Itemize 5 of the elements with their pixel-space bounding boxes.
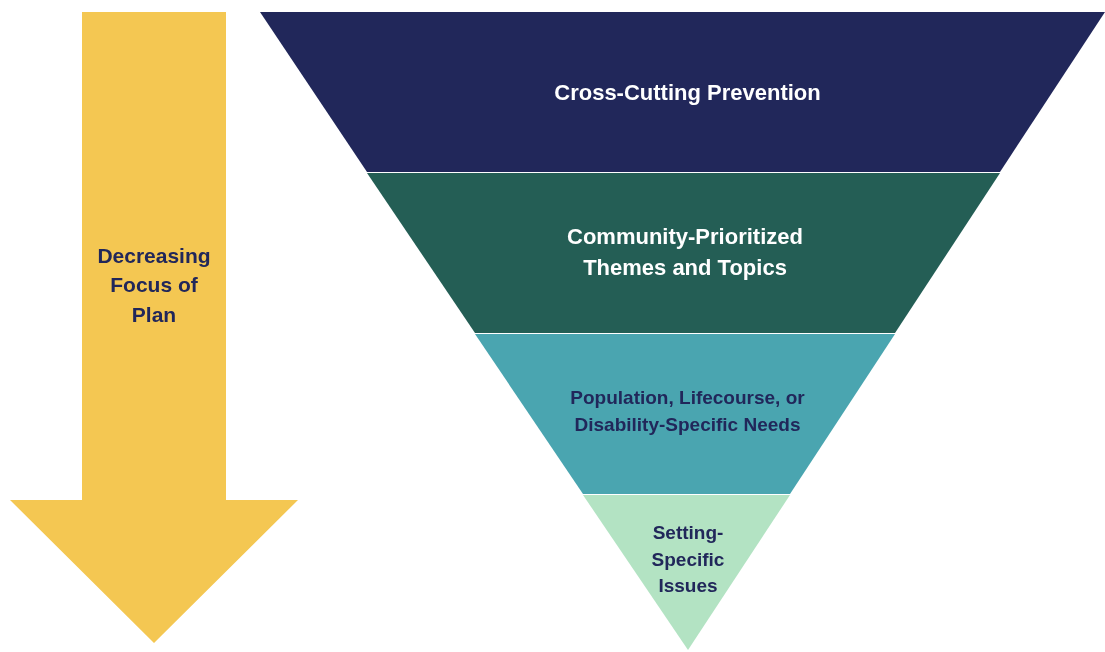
band-label: Setting- Specific Issues: [650, 521, 726, 599]
band-label: Population, Lifecourse, or Disability-Specific Needs: [569, 386, 806, 437]
arrow-label: Decreasing Focus of Plan: [96, 243, 212, 328]
band-label: Community-Prioritized Themes and Topics: [566, 223, 804, 282]
band-label: Cross-Cutting Prevention: [553, 79, 822, 107]
